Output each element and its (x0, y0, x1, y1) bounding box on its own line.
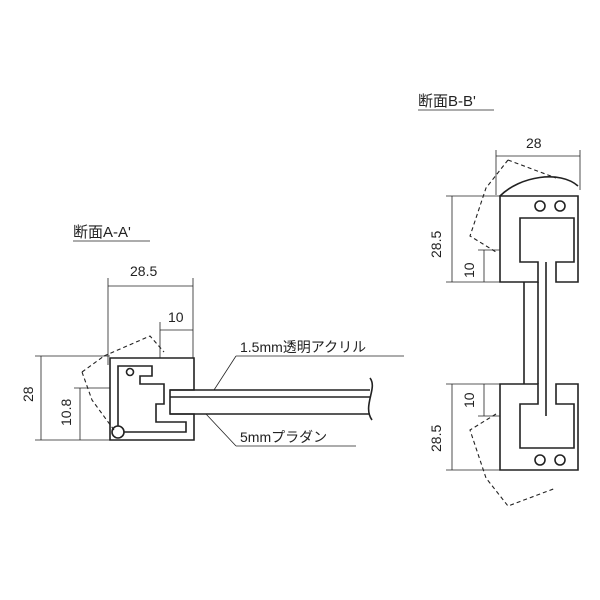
section-b-top-hinge (534, 200, 546, 212)
section-b-bottom-cover-open (469, 413, 557, 507)
section-b-top-hinge2 (554, 200, 566, 212)
section-a-dim-depth: 10 (168, 309, 184, 325)
section-a-dim-width: 28.5 (130, 263, 157, 279)
section-a-label-acrylic: 1.5mm透明アクリル (240, 339, 366, 355)
section-a-title: 断面A-A' (73, 224, 131, 241)
section-b-title: 断面B-B' (418, 93, 476, 110)
section-b-bottom-frame (499, 383, 579, 471)
section-a-break-line (367, 377, 374, 421)
section-a-dim-inner: 10.8 (58, 399, 74, 426)
section-b-dim-bottom-outer: 28.5 (428, 425, 444, 452)
section-b: 断面B-B' 28 28.5 10 10 28.5 (418, 93, 581, 507)
section-b-dim-width: 28 (526, 135, 542, 151)
section-a-leader-acrylic (213, 355, 237, 391)
section-a-frame-inner (117, 365, 187, 433)
section-a-hinge (111, 425, 125, 439)
section-b-top-cover-open (469, 159, 557, 253)
section-b-bottom-hinge (534, 454, 546, 466)
section-a-dim-height: 28 (20, 386, 36, 402)
section-b-bottom-hinge2 (554, 454, 566, 466)
section-a-leader-board (205, 413, 237, 447)
section-b-top-cover-arc (499, 176, 579, 197)
section-a-label-plaboard: 5mmプラダン (240, 429, 327, 445)
section-a-screw (125, 367, 135, 377)
section-b-dim-top-inner: 10 (461, 262, 477, 278)
section-a-cover-open (81, 335, 165, 431)
section-b-dim-top-outer: 28.5 (428, 231, 444, 258)
section-a: 断面A-A' 28.5 10 28 10.8 1. (20, 224, 404, 447)
section-b-dim-bottom-inner: 10 (461, 392, 477, 408)
